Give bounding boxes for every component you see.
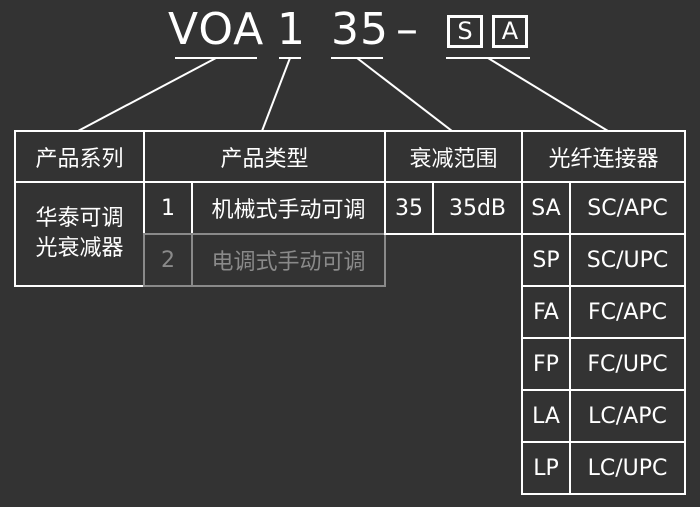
code-prefix: VOA	[168, 4, 265, 55]
connector-label-fa: FC/APC	[569, 285, 686, 339]
range-code: 35	[384, 181, 434, 235]
leader-line-connector	[487, 57, 609, 132]
connector-code-la: LA	[521, 389, 571, 443]
series-value-line1: 华泰可调	[35, 206, 124, 231]
connector-label-fp: FC/UPC	[569, 337, 686, 391]
connector-code-lp: LP	[521, 441, 571, 495]
type-label-2: 电调式手动可调	[191, 233, 386, 287]
range-label: 35dB	[432, 181, 523, 235]
connector-code-sa: SA	[521, 181, 571, 235]
series-value: 华泰可调 光衰减器	[14, 181, 145, 287]
header-type: 产品类型	[143, 130, 386, 183]
series-value-line2: 光衰减器	[35, 236, 124, 261]
connector-label-sp: SC/UPC	[569, 233, 686, 287]
code-type: 1	[277, 4, 306, 55]
code-connector-a: A	[492, 15, 528, 48]
leader-line-type	[261, 57, 291, 132]
connector-label-lp: LC/UPC	[569, 441, 686, 495]
connector-label-sa: SC/APC	[569, 181, 686, 235]
leader-line-series	[77, 57, 217, 132]
connector-code-fp: FP	[521, 337, 571, 391]
code-dash: –	[396, 4, 419, 55]
code-connector-s: S	[447, 15, 483, 48]
code-range: 35	[331, 4, 389, 55]
type-code-1: 1	[143, 181, 193, 235]
type-label-1: 机械式手动可调	[191, 181, 386, 235]
connector-label-la: LC/APC	[569, 389, 686, 443]
header-series: 产品系列	[14, 130, 145, 183]
type-code-2: 2	[143, 233, 193, 287]
connector-code-sp: SP	[521, 233, 571, 287]
connector-code-fa: FA	[521, 285, 571, 339]
leader-line-range	[356, 57, 453, 132]
header-connector: 光纤连接器	[521, 130, 686, 183]
header-range: 衰减范围	[384, 130, 523, 183]
